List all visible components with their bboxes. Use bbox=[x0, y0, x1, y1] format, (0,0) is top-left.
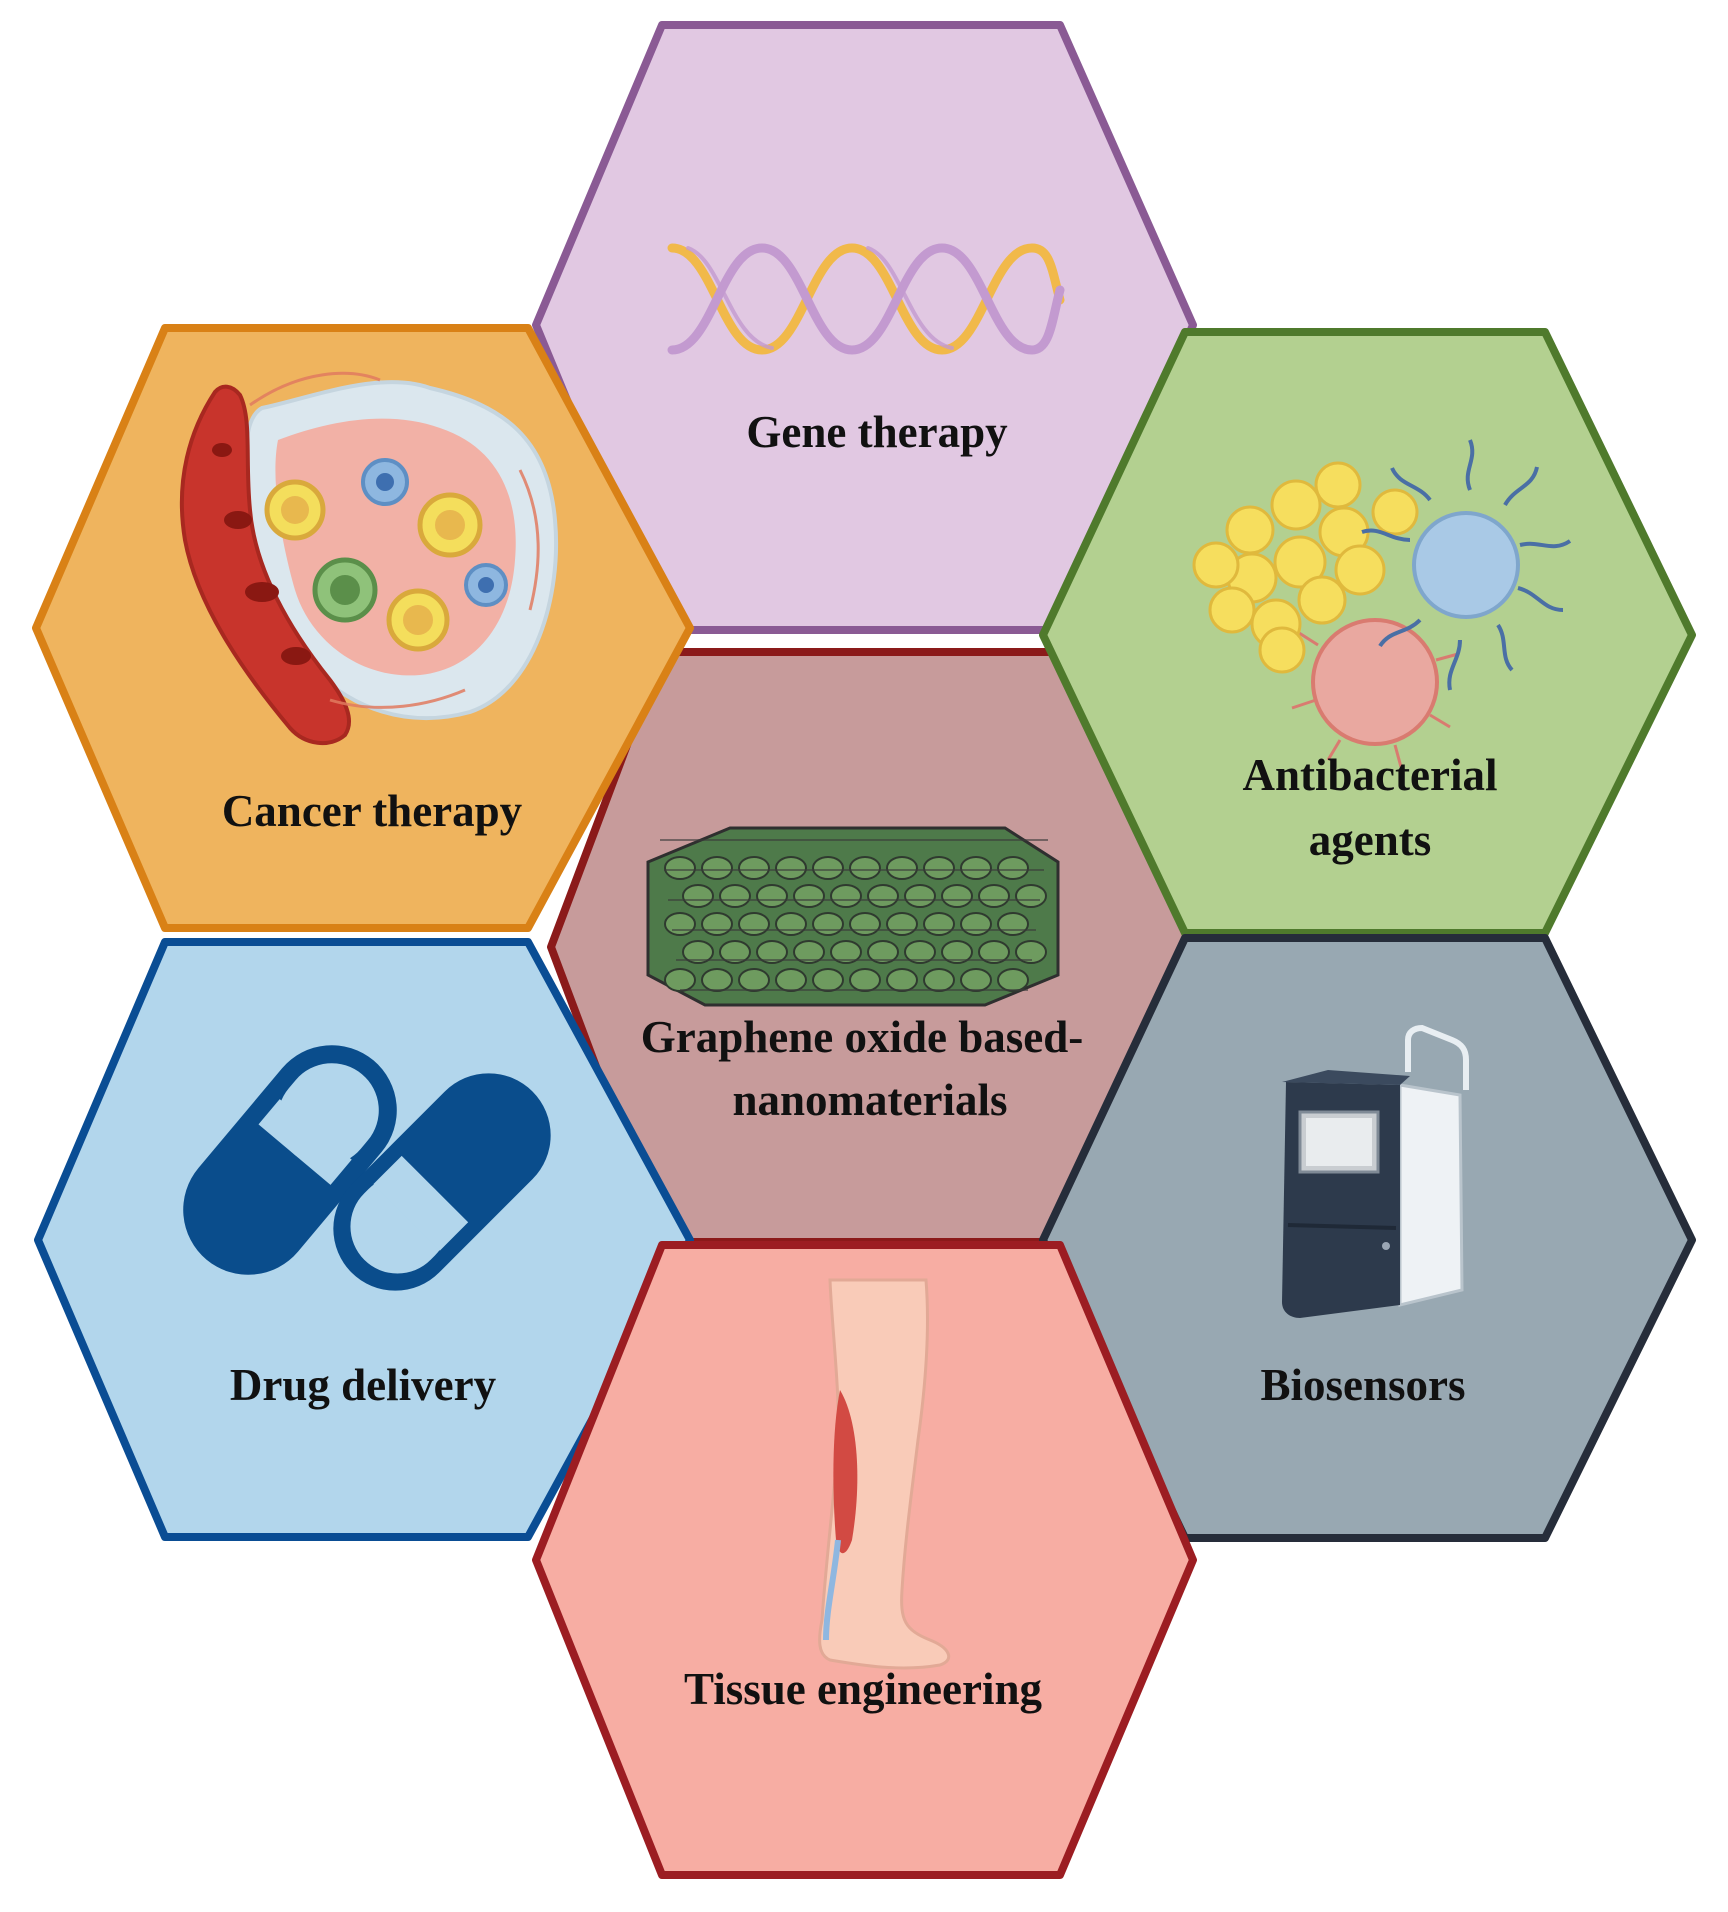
biosensor-device-icon bbox=[1282, 1024, 1469, 1318]
graphene-cell bbox=[960, 912, 992, 936]
graphene-cell bbox=[978, 884, 1010, 908]
graphene-cell bbox=[682, 940, 714, 964]
graphene-cell bbox=[793, 940, 825, 964]
drug-delivery-label: Drug delivery bbox=[230, 1360, 497, 1410]
graphene-cell bbox=[756, 940, 788, 964]
graphene-cell bbox=[1015, 940, 1047, 964]
graphene-cell bbox=[997, 856, 1029, 880]
graphene-cell bbox=[849, 968, 881, 992]
graphene-cell bbox=[941, 940, 973, 964]
graphene-cell bbox=[849, 912, 881, 936]
graphene-cell bbox=[849, 856, 881, 880]
graphene-cell bbox=[997, 968, 1029, 992]
graphene-cell bbox=[775, 912, 807, 936]
graphene-cell bbox=[738, 968, 770, 992]
graphene-cell bbox=[886, 856, 918, 880]
cancer-therapy-hexagon: Cancer therapy bbox=[32, 324, 694, 932]
graphene-cell bbox=[701, 912, 733, 936]
graphene-cell bbox=[923, 968, 955, 992]
biosensors-hexagon: Biosensors bbox=[1039, 934, 1696, 1542]
dna-double-helix-icon bbox=[667, 243, 1065, 355]
graphene-cell bbox=[775, 856, 807, 880]
graphene-cell bbox=[756, 884, 788, 908]
graphene-cell bbox=[664, 968, 696, 992]
graphene-cell bbox=[941, 884, 973, 908]
leg-muscle-icon bbox=[818, 1278, 951, 1670]
antibacterial-hexagon: Antibacterial agents bbox=[1039, 328, 1696, 937]
graphene-cell bbox=[1015, 884, 1047, 908]
antibacterial-label-line1: Antibacterial bbox=[1243, 750, 1498, 800]
antibacterial-label-line2: agents bbox=[1309, 815, 1432, 865]
capsule-pills-icon bbox=[183, 1045, 551, 1291]
graphene-cell bbox=[867, 884, 899, 908]
graphene-cell bbox=[701, 968, 733, 992]
tissue-engineering-hexagon: Tissue engineering bbox=[532, 1241, 1197, 1879]
graphene-cell bbox=[830, 884, 862, 908]
graphene-cell bbox=[664, 912, 696, 936]
graphene-cell bbox=[886, 968, 918, 992]
graphene-cell bbox=[793, 884, 825, 908]
tumor-microenvironment-icon bbox=[179, 371, 559, 746]
graphene-cell bbox=[997, 912, 1029, 936]
graphene-cell bbox=[960, 856, 992, 880]
cancer-therapy-label: Cancer therapy bbox=[222, 786, 523, 836]
graphene-cell bbox=[738, 856, 770, 880]
graphene-cell bbox=[923, 856, 955, 880]
biosensors-label: Biosensors bbox=[1260, 1360, 1465, 1410]
graphene-cell bbox=[960, 968, 992, 992]
center-hexagon: Graphene oxide based- nanomaterials bbox=[547, 648, 1195, 1246]
graphene-cell bbox=[886, 912, 918, 936]
graphene-cell bbox=[904, 884, 936, 908]
graphene-cell bbox=[904, 940, 936, 964]
graphene-cell bbox=[812, 912, 844, 936]
tissue-engineering-label: Tissue engineering bbox=[684, 1664, 1042, 1714]
center-label-line1: Graphene oxide based- bbox=[641, 1012, 1084, 1062]
graphene-cell bbox=[682, 884, 714, 908]
graphene-cell bbox=[664, 856, 696, 880]
bacteria-nanoparticles-icon bbox=[1192, 439, 1572, 768]
drug-delivery-hexagon: Drug delivery bbox=[34, 938, 694, 1541]
graphene-cell bbox=[719, 940, 751, 964]
graphene-cell bbox=[775, 968, 807, 992]
graphene-cell bbox=[738, 912, 770, 936]
center-label-line2: nanomaterials bbox=[733, 1075, 1008, 1125]
gene-therapy-hexagon: Gene therapy bbox=[532, 21, 1197, 634]
graphene-cell bbox=[978, 940, 1010, 964]
graphene-cell bbox=[719, 884, 751, 908]
graphene-cell bbox=[701, 856, 733, 880]
graphene-cell bbox=[867, 940, 899, 964]
graphene-sheet-icon bbox=[646, 826, 1060, 1007]
graphene-cell bbox=[812, 856, 844, 880]
graphene-cell bbox=[830, 940, 862, 964]
gene-therapy-label: Gene therapy bbox=[746, 407, 1008, 457]
graphene-cell bbox=[923, 912, 955, 936]
graphene-cell bbox=[812, 968, 844, 992]
